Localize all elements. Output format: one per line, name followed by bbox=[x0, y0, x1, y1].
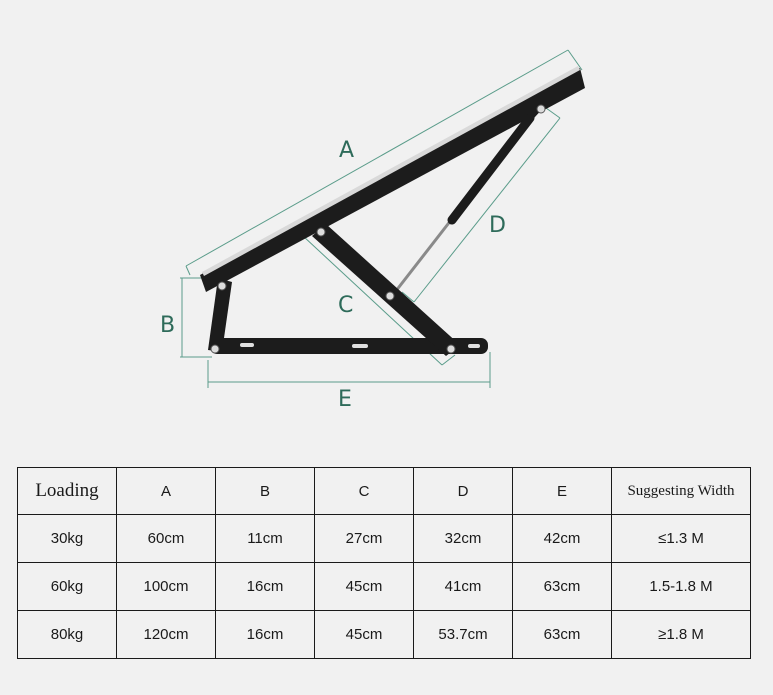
cell-c: 45cm bbox=[314, 610, 414, 659]
header-a: A bbox=[116, 467, 216, 515]
cell-width: 1.5-1.8 M bbox=[611, 562, 751, 611]
cell-a: 120cm bbox=[116, 610, 216, 659]
base-bar bbox=[210, 338, 488, 354]
cell-loading: 30kg bbox=[17, 514, 117, 563]
cell-e: 63cm bbox=[512, 562, 612, 611]
top-bar bbox=[200, 66, 585, 292]
label-a: A bbox=[339, 138, 355, 163]
cell-width: ≤1.3 M bbox=[611, 514, 751, 563]
header-c: C bbox=[314, 467, 414, 515]
cell-b: 16cm bbox=[215, 610, 315, 659]
cell-a: 100cm bbox=[116, 562, 216, 611]
cell-a: 60cm bbox=[116, 514, 216, 563]
pivot-points bbox=[210, 104, 546, 354]
diagonal-arm bbox=[312, 224, 460, 356]
cell-d: 32cm bbox=[413, 514, 513, 563]
dimension-line-a bbox=[185, 49, 569, 267]
cell-b: 16cm bbox=[215, 562, 315, 611]
label-e: E bbox=[338, 387, 352, 412]
header-e: E bbox=[512, 467, 612, 515]
lift-mechanism-diagram bbox=[180, 49, 585, 388]
cell-b: 11cm bbox=[215, 514, 315, 563]
table-row: 60kg 100cm 16cm 45cm 41cm 63cm 1.5-1.8 M bbox=[17, 562, 751, 611]
dimension-lines bbox=[180, 49, 583, 388]
header-d: D bbox=[413, 467, 513, 515]
spec-table: Loading A B C D E Suggesting Width 30kg … bbox=[17, 467, 751, 659]
header-b: B bbox=[215, 467, 315, 515]
label-c: C bbox=[338, 293, 354, 318]
table-row: 30kg 60cm 11cm 27cm 32cm 42cm ≤1.3 M bbox=[17, 514, 751, 563]
cell-loading: 80kg bbox=[17, 610, 117, 659]
cell-width: ≥1.8 M bbox=[611, 610, 751, 659]
cell-d: 53.7cm bbox=[413, 610, 513, 659]
table-header-row: Loading A B C D E Suggesting Width bbox=[17, 467, 751, 515]
header-suggesting-width: Suggesting Width bbox=[611, 467, 751, 515]
cell-c: 27cm bbox=[314, 514, 414, 563]
dimension-line-d bbox=[413, 117, 561, 303]
cell-c: 45cm bbox=[314, 562, 414, 611]
label-b: B bbox=[160, 313, 176, 338]
cell-e: 42cm bbox=[512, 514, 612, 563]
header-loading: Loading bbox=[17, 467, 117, 515]
cell-d: 41cm bbox=[413, 562, 513, 611]
label-d: D bbox=[489, 213, 506, 238]
cell-loading: 60kg bbox=[17, 562, 117, 611]
short-link bbox=[208, 278, 232, 352]
table-row: 80kg 120cm 16cm 45cm 53.7cm 63cm ≥1.8 M bbox=[17, 610, 751, 659]
cell-e: 63cm bbox=[512, 610, 612, 659]
